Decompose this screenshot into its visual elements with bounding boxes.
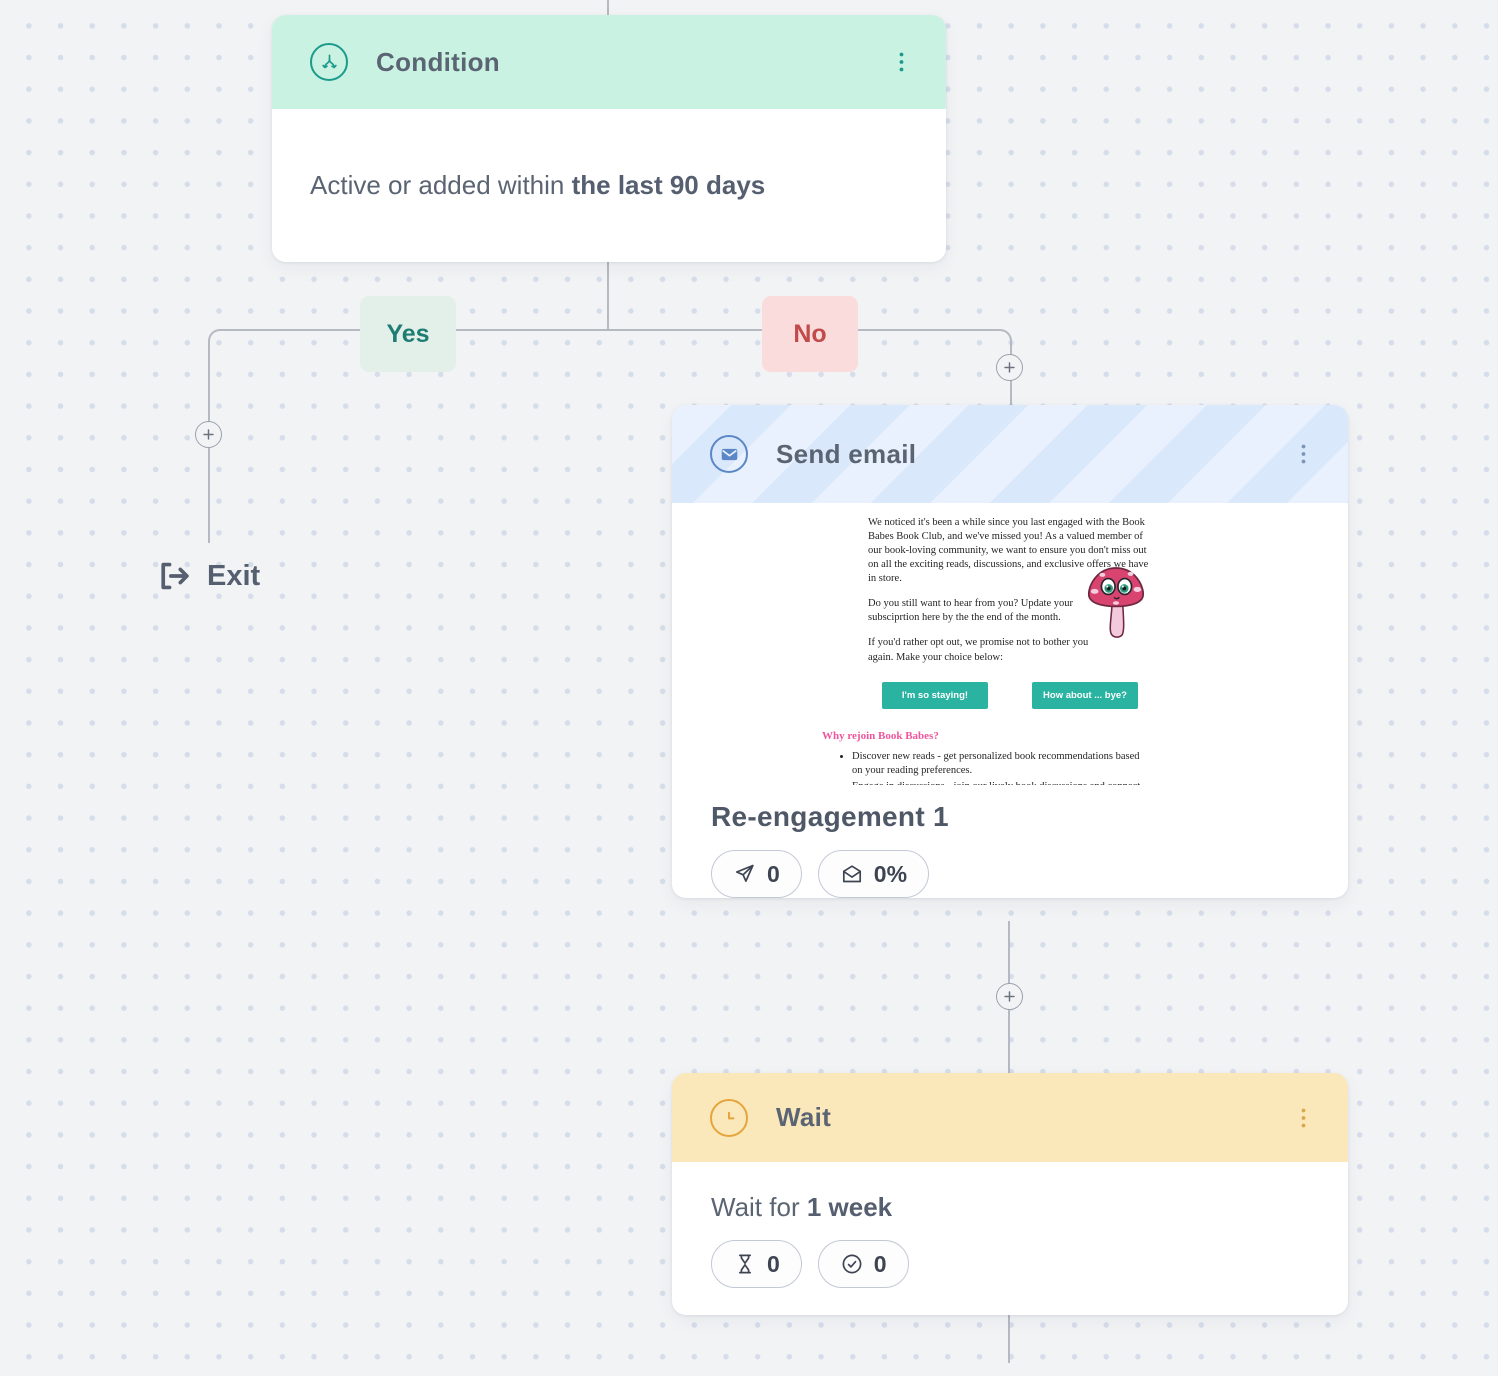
wait-node-header: Wait: [672, 1073, 1348, 1162]
email-section-heading: Why rejoin Book Babes?: [822, 729, 939, 742]
email-preview[interactable]: We noticed it's been a while since you l…: [672, 503, 1348, 785]
email-stay-button: I'm so staying!: [882, 681, 988, 709]
email-preview-content: We noticed it's been a while since you l…: [822, 516, 1150, 785]
branch-label-no-text: No: [793, 319, 827, 348]
exit-icon: [155, 557, 193, 595]
exit-label: Exit: [207, 559, 261, 592]
email-bullet: Engage in discussions - join our lively …: [852, 780, 1150, 785]
kebab-menu-icon: [1301, 1108, 1306, 1128]
condition-node-title: Condition: [376, 46, 500, 77]
email-button-row: I'm so staying! How about ... bye?: [882, 681, 1150, 709]
connector-below-wait: [1008, 1315, 1010, 1363]
completed-count-badge: 0: [817, 1240, 909, 1288]
kebab-menu-icon: [899, 52, 904, 72]
wait-summary-value: 1 week: [806, 1192, 893, 1222]
condition-summary: Active or added within the last 90 days: [272, 109, 946, 262]
wait-node-title: Wait: [776, 1102, 832, 1132]
sent-count-value: 0: [767, 860, 780, 887]
check-circle-icon: [840, 1252, 864, 1276]
send-email-node-title: Send email: [776, 438, 917, 469]
condition-node-header: Condition: [272, 15, 946, 109]
email-leave-button: How about ... bye?: [1032, 681, 1138, 709]
condition-menu-button[interactable]: [895, 48, 908, 76]
send-email-node[interactable]: Send email We noticed it's been a while …: [672, 405, 1348, 898]
plus-icon: [202, 428, 215, 441]
hourglass-icon: [733, 1252, 757, 1276]
wait-node-body: Wait for 1 week 0: [672, 1162, 1348, 1288]
waiting-count-badge: 0: [711, 1240, 802, 1288]
open-envelope-icon: [840, 862, 864, 886]
condition-node[interactable]: Condition Active or added within the las…: [272, 15, 946, 262]
email-stats-row: 0 0%: [711, 850, 1309, 898]
branch-label-no: No: [762, 296, 858, 372]
email-bullet: Discover new reads - get personalized bo…: [852, 750, 1150, 778]
open-rate-value: 0%: [873, 860, 908, 887]
email-name: Re-engagement 1: [711, 801, 949, 832]
wait-summary: Wait for 1 week: [711, 1192, 1309, 1223]
wait-menu-button[interactable]: [1297, 1104, 1310, 1132]
branch-split-icon: [310, 43, 348, 81]
add-step-button-no-branch[interactable]: [996, 354, 1023, 381]
completed-count-value: 0: [873, 1250, 887, 1277]
email-paragraph: Do you still want to hear from you? Upda…: [868, 598, 1073, 624]
send-icon: [733, 862, 757, 886]
send-email-node-footer: Re-engagement 1 0: [672, 785, 1348, 898]
mushroom-illustration: [1082, 565, 1150, 643]
waiting-count-value: 0: [767, 1250, 780, 1277]
wait-summary-prefix: Wait for: [711, 1192, 807, 1222]
connector-condition-stem: [607, 262, 609, 331]
plus-icon: [1003, 361, 1016, 374]
sent-count-badge: 0: [711, 850, 802, 898]
add-step-button-yes-branch[interactable]: [195, 421, 222, 448]
email-paragraph: We noticed it's been a while since you l…: [868, 517, 1149, 585]
branch-label-yes: Yes: [360, 296, 456, 372]
send-email-node-header: Send email: [672, 405, 1348, 503]
open-rate-badge: 0%: [817, 850, 930, 898]
wait-stats-row: 0 0: [711, 1240, 1309, 1288]
email-paragraph: If you'd rather opt out, we promise not …: [868, 637, 1089, 663]
send-email-menu-button[interactable]: [1297, 440, 1310, 468]
email-icon: [710, 435, 748, 473]
condition-summary-value: the last 90 days: [571, 170, 766, 200]
exit-node: Exit: [155, 557, 260, 595]
branch-label-yes-text: Yes: [386, 319, 430, 348]
email-bullet-list: Discover new reads - get personalized bo…: [836, 750, 1150, 785]
add-step-button-after-email[interactable]: [996, 983, 1023, 1010]
condition-summary-prefix: Active or added within: [310, 170, 572, 200]
clock-icon: [710, 1098, 748, 1137]
kebab-menu-icon: [1301, 444, 1306, 464]
connector-top: [607, 0, 609, 16]
plus-icon: [1003, 990, 1016, 1003]
wait-node[interactable]: Wait Wait for 1 week: [672, 1073, 1348, 1315]
